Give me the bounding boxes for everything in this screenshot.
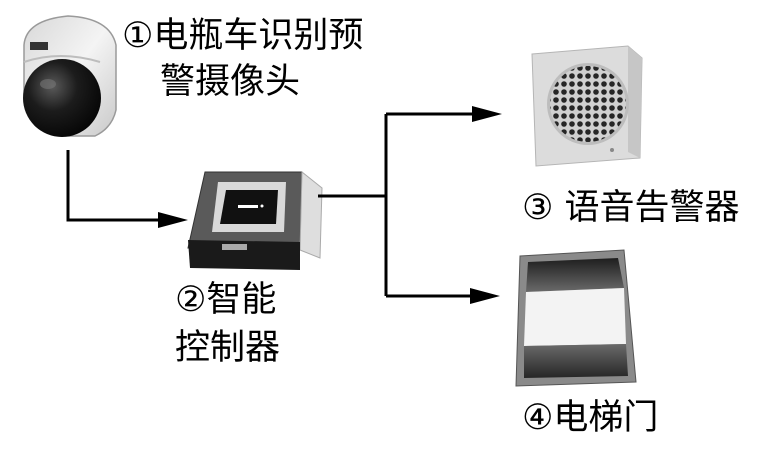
dome-camera-icon (23, 15, 117, 137)
alarm-label: ③ 语音告警器 (522, 188, 740, 228)
arrow-controller-to-alarm (386, 106, 502, 122)
speaker-icon (531, 45, 643, 167)
controller-label-line2: 控制器 (175, 328, 281, 368)
controller-device-icon (187, 170, 323, 270)
arrow-camera-to-controller (66, 150, 188, 228)
door-label: ④电梯门 (522, 398, 659, 438)
camera-label-line2: 警摄像头 (160, 62, 301, 102)
controller-label-line1: ②智能 (175, 280, 277, 320)
camera-label-line1: ①电瓶车识别预 (122, 16, 364, 56)
arrow-controller-to-door (386, 288, 500, 304)
connector-controller-branch (318, 114, 388, 296)
elevator-door-icon (515, 249, 637, 387)
